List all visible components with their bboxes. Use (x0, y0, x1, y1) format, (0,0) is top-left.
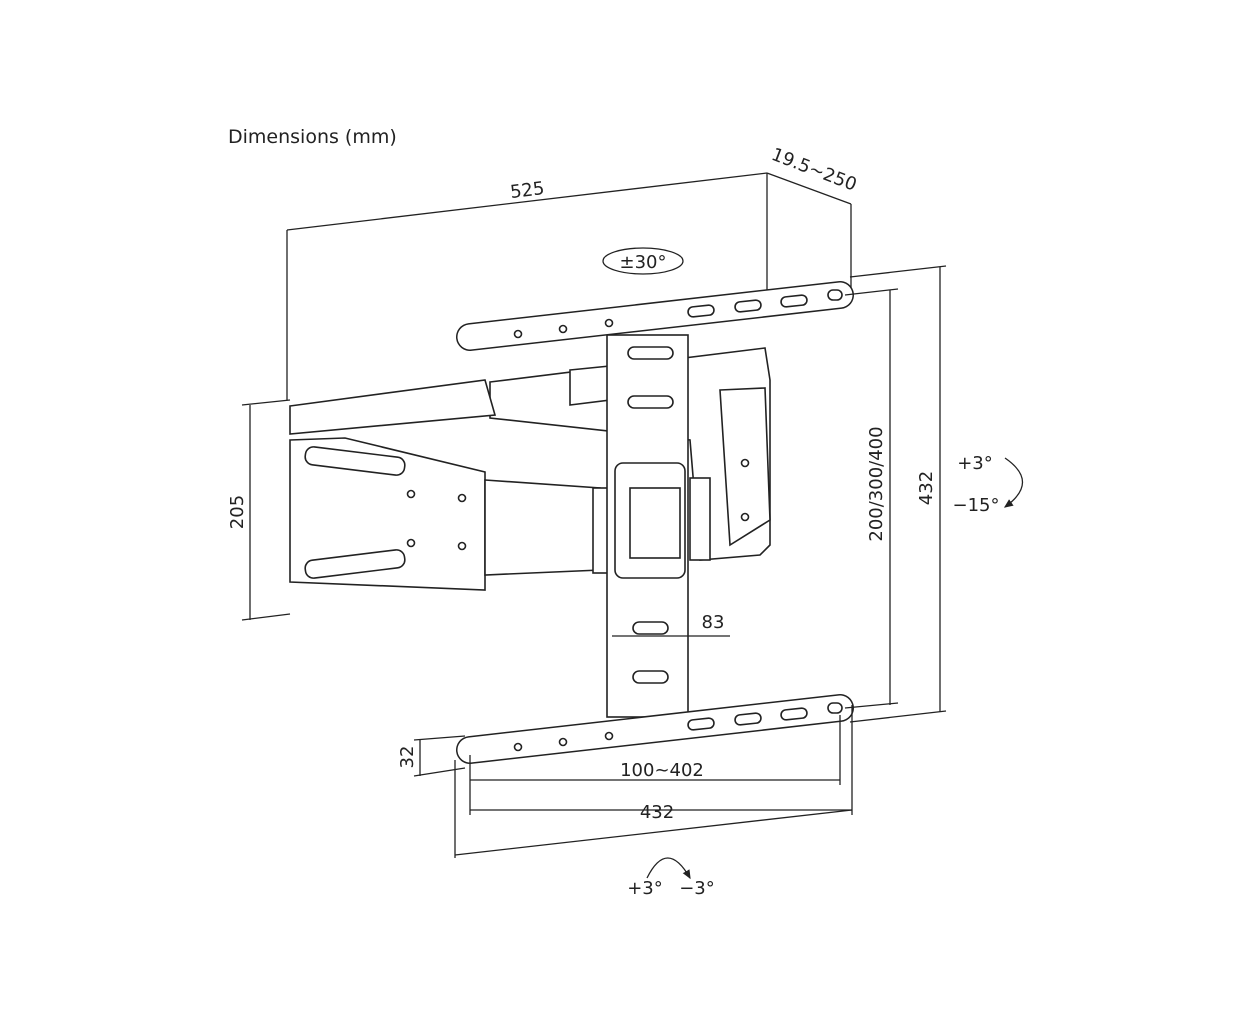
swivel-indicator: ±30° (602, 247, 684, 275)
diagram-title: Dimensions (mm) (228, 126, 397, 148)
center-column (606, 334, 689, 718)
label-rail-width: 432 (640, 802, 674, 823)
dim-height-total: 432 (849, 265, 947, 723)
label-level-plus: +3° (627, 878, 663, 899)
top-rail (456, 281, 854, 351)
level-arrow-icon (646, 857, 691, 880)
tilt-indicator: +3° −15° (953, 453, 1023, 516)
label-tilt-up: +3° (957, 453, 993, 474)
dim-rail-width: 432 (454, 705, 853, 858)
label-swivel: ±30° (620, 252, 667, 273)
rotate-arrow-icon (602, 247, 684, 275)
dim-rail-height: 32 (397, 735, 466, 777)
label-level-minus: −3° (679, 878, 715, 899)
dim-arm-height: 205 (227, 399, 291, 621)
dim-width-total: 525 (286, 172, 768, 400)
label-arm-height: 205 (227, 495, 248, 529)
dim-vesa-vertical: 200/300/400 (844, 288, 899, 709)
label-column-width: 83 (702, 612, 725, 633)
dim-vesa-horizontal: 100~402 (469, 715, 841, 815)
arm-assembly (289, 347, 771, 591)
dim-depth: 19.5~250 (766, 144, 860, 290)
tilt-arrow-icon (1003, 457, 1023, 508)
dim-column-width: 83 (612, 612, 730, 637)
bottom-rail (456, 694, 854, 764)
label-depth: 19.5~250 (768, 144, 859, 196)
label-vesa-horizontal: 100~402 (620, 760, 704, 781)
label-tilt-down: −15° (953, 495, 1000, 516)
label-width-total: 525 (509, 178, 546, 203)
level-indicator: +3° −3° (627, 857, 715, 899)
label-rail-height: 32 (397, 746, 418, 769)
label-height-total: 432 (916, 471, 937, 505)
label-vesa-vertical: 200/300/400 (866, 426, 887, 541)
